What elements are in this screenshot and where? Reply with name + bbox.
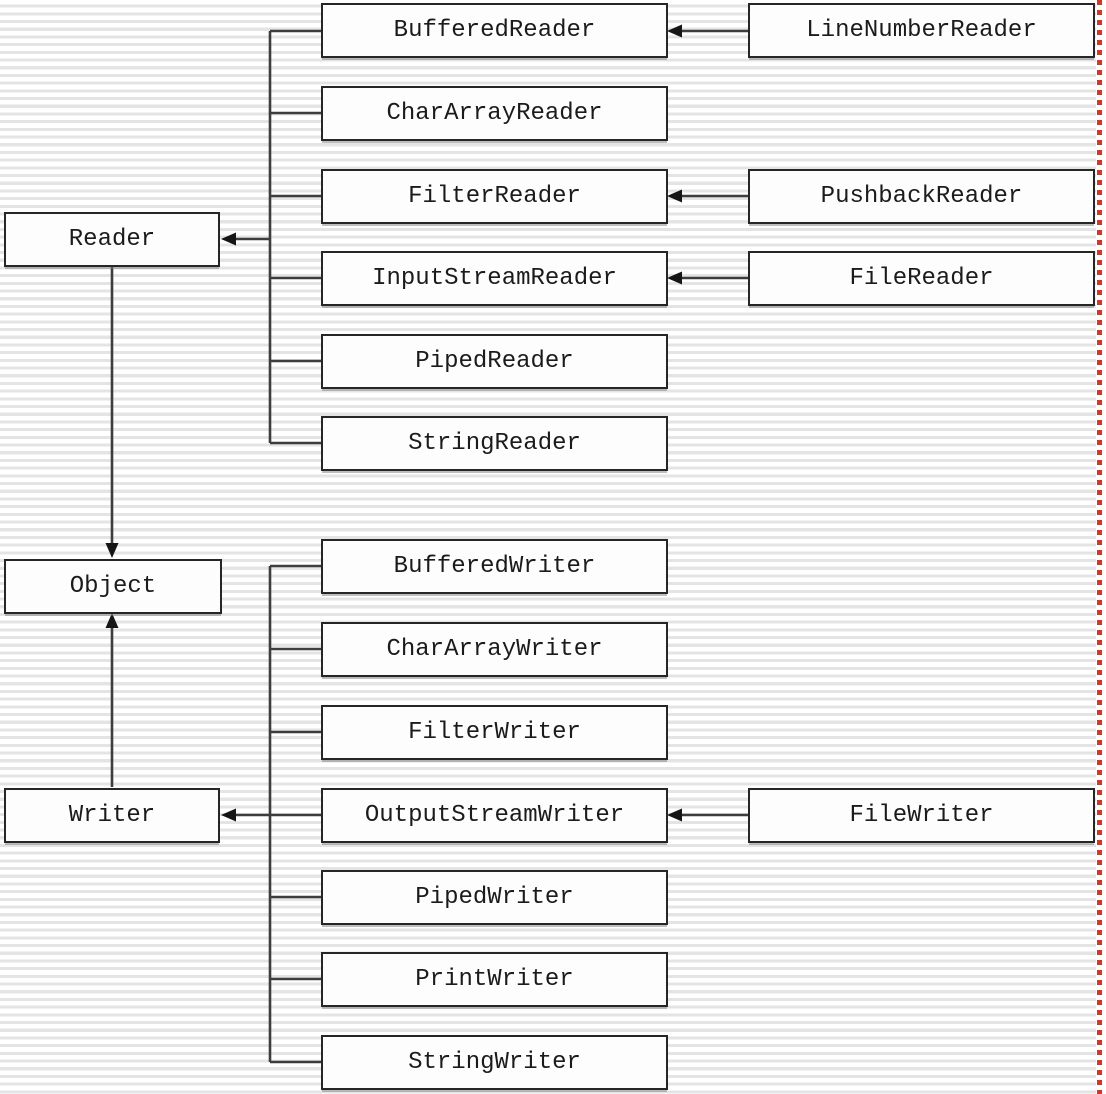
- node-reader: Reader: [4, 212, 220, 267]
- node-char-array-reader: CharArrayReader: [321, 86, 668, 141]
- node-line-number-reader: LineNumberReader: [748, 3, 1095, 58]
- arrowhead-down-object-top: [105, 543, 119, 558]
- node-output-stream-writer: OutputStreamWriter: [321, 788, 668, 843]
- node-piped-writer: PipedWriter: [321, 870, 668, 925]
- node-string-writer: StringWriter: [321, 1035, 668, 1090]
- reader-spine: [268, 29, 321, 445]
- arrowhead-left-filterreader: [667, 189, 682, 203]
- node-object: Object: [4, 559, 222, 614]
- arrowhead-left-bufferedreader: [667, 24, 682, 38]
- node-input-stream-reader: InputStreamReader: [321, 251, 668, 306]
- writer-spine: [268, 564, 321, 1064]
- node-filter-writer: FilterWriter: [321, 705, 668, 760]
- arrowhead-left-reader: [221, 232, 236, 246]
- node-print-writer: PrintWriter: [321, 952, 668, 1007]
- node-writer: Writer: [4, 788, 220, 843]
- arrowhead-up-object-bottom: [105, 613, 119, 628]
- node-string-reader: StringReader: [321, 416, 668, 471]
- arrowhead-left-writer: [221, 808, 236, 822]
- arrowhead-left-outputstreamwriter: [667, 808, 682, 822]
- node-piped-reader: PipedReader: [321, 334, 668, 389]
- node-file-reader: FileReader: [748, 251, 1095, 306]
- node-file-writer: FileWriter: [748, 788, 1095, 843]
- node-buffered-reader: BufferedReader: [321, 3, 668, 58]
- node-pushback-reader: PushbackReader: [748, 169, 1095, 224]
- node-char-array-writer: CharArrayWriter: [321, 622, 668, 677]
- red-dashed-margin-line: [1097, 0, 1102, 1094]
- node-buffered-writer: BufferedWriter: [321, 539, 668, 594]
- node-filter-reader: FilterReader: [321, 169, 668, 224]
- arrowhead-left-inputstreamreader: [667, 271, 682, 285]
